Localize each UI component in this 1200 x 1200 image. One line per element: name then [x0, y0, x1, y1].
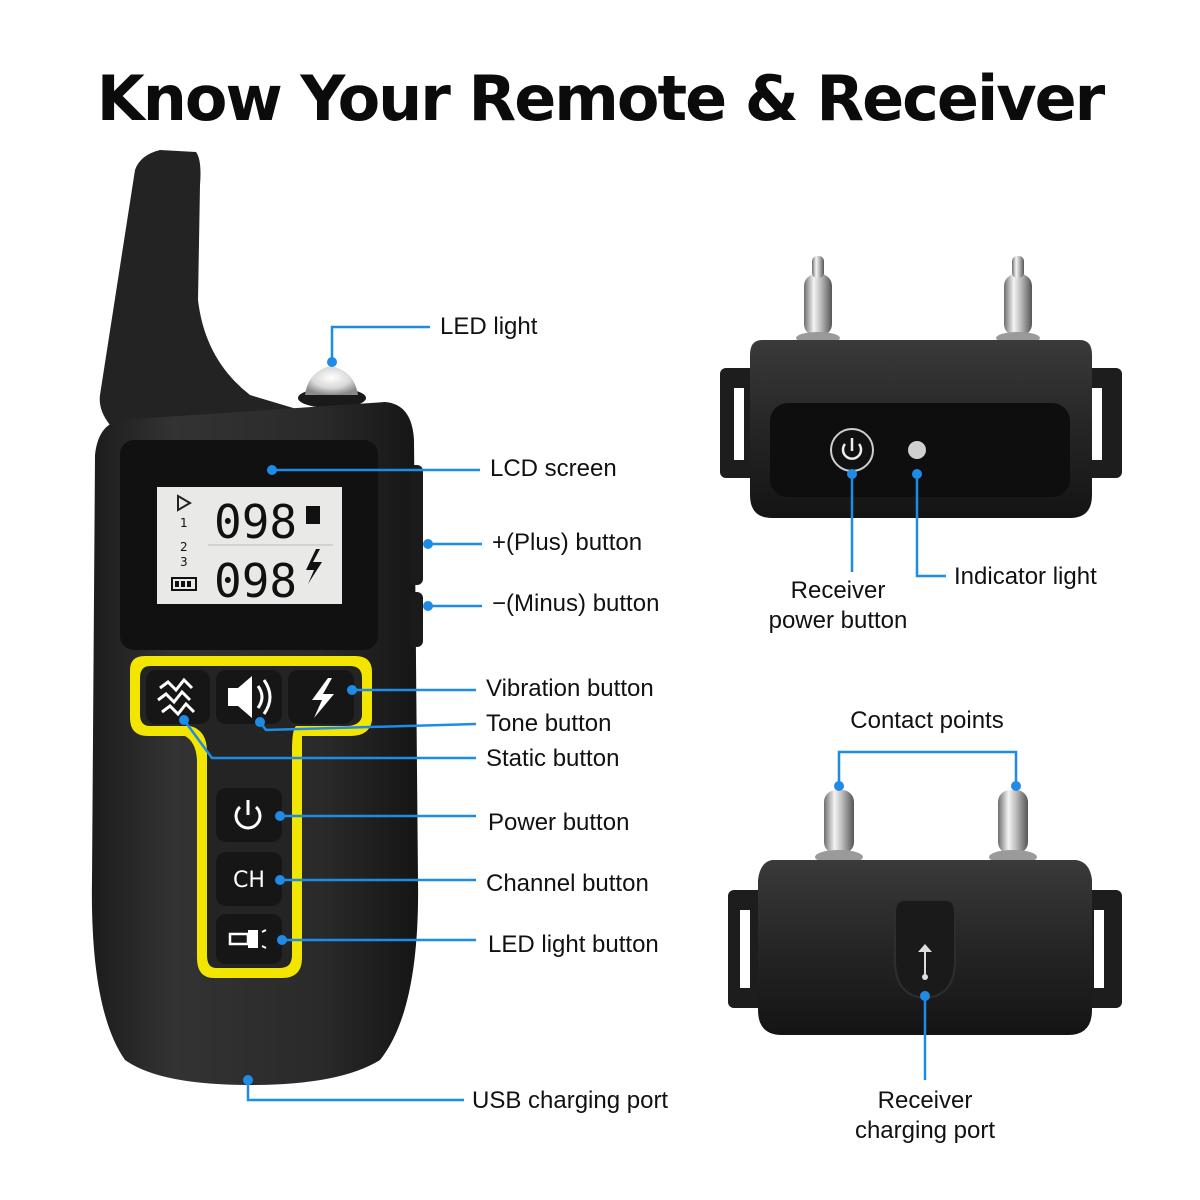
tone-level-icon: [177, 494, 192, 512]
vibration-button[interactable]: [146, 670, 210, 724]
lcd-mode-2: 2: [180, 540, 188, 554]
lightning-icon: [312, 678, 334, 718]
power-button[interactable]: [216, 788, 282, 842]
flashlight-icon: [228, 929, 267, 949]
battery-icon: [171, 577, 197, 591]
lcd-mode-3: 3: [180, 555, 188, 569]
lcd-mode-1: 1: [180, 516, 188, 530]
lcd-display-top: 098: [214, 495, 297, 549]
label-plus-button: +(Plus) button: [492, 529, 643, 556]
lcd-display-bottom: 098: [214, 554, 297, 608]
led-light-icon: [298, 366, 366, 408]
label-contact-points: Contact points: [850, 707, 1004, 734]
label-receiver-power-line1: Receiver: [790, 577, 886, 604]
leader-dots: [179, 357, 1021, 1085]
label-receiver-charging-line2: charging port: [854, 1117, 996, 1144]
receiver-top-contact-pins: [796, 256, 1040, 344]
label-tone-button: Tone button: [486, 710, 612, 737]
channel-button-label: CH: [233, 868, 265, 893]
plus-side-button[interactable]: [409, 465, 423, 585]
static-bolt-icon: [306, 549, 322, 584]
label-led-light: LED light: [440, 313, 538, 340]
label-minus-button: −(Minus) button: [492, 590, 660, 617]
label-static-button: Static button: [486, 745, 620, 772]
minus-side-button[interactable]: [409, 592, 423, 647]
label-receiver-charging-port: Receiver charging port: [836, 1086, 1014, 1146]
tone-button[interactable]: [216, 670, 282, 724]
vibration-icon: [157, 677, 196, 717]
label-channel-button: Channel button: [486, 870, 649, 897]
leader-lines: [182, 325, 1018, 1102]
receiver-top: [720, 256, 1122, 518]
label-indicator-light: Indicator light: [954, 563, 1097, 590]
power-icon: [234, 800, 262, 830]
usb-icon: [918, 944, 932, 980]
page-title: Know Your Remote & Receiver: [96, 62, 1106, 135]
indicator-light: [908, 441, 926, 459]
label-receiver-charging-line1: Receiver: [877, 1087, 973, 1114]
lcd-screen: 1 2 3 098 098: [157, 487, 342, 608]
receiver-charging-port-cover[interactable]: [894, 899, 956, 1000]
label-usb-charging-port: USB charging port: [472, 1087, 669, 1114]
contact-points: [815, 790, 1037, 864]
speaker-icon: [228, 676, 252, 718]
label-power-button: Power button: [488, 809, 630, 836]
label-receiver-power-line2: power button: [768, 607, 908, 634]
channel-button[interactable]: CH: [216, 852, 282, 906]
label-led-light-button: LED light button: [488, 931, 659, 958]
receiver-bottom: [728, 790, 1122, 1035]
signal-icon: [306, 506, 320, 524]
receiver-power-icon: [841, 443, 863, 460]
label-lcd-screen: LCD screen: [490, 455, 617, 482]
remote-antenna: [99, 150, 300, 425]
label-receiver-power-button: Receiver power button: [752, 576, 924, 636]
led-light-button[interactable]: [216, 914, 282, 964]
remote-transmitter: 1 2 3 098 098: [91, 150, 423, 1085]
label-vibration-button: Vibration button: [486, 675, 654, 702]
static-button[interactable]: [288, 670, 354, 724]
receiver-power-button[interactable]: [830, 428, 874, 472]
